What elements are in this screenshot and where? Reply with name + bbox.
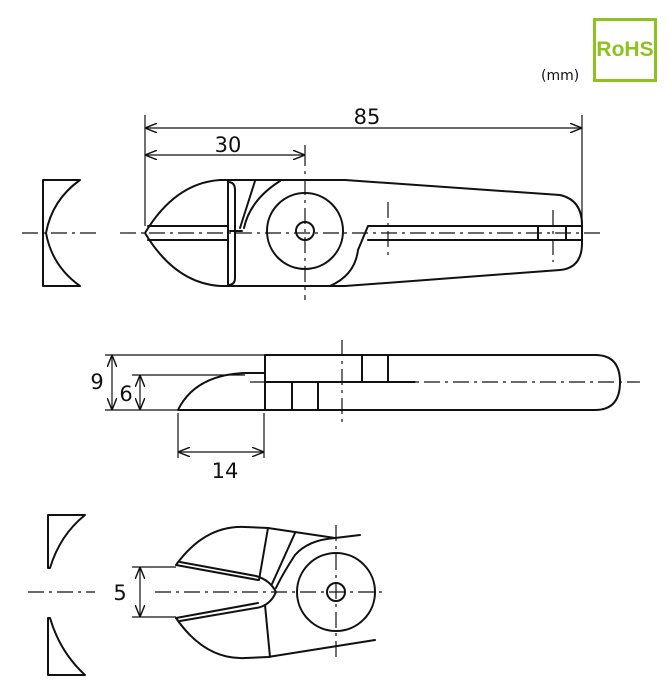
- pivot-hole: [326, 582, 346, 602]
- pivot-hole: [295, 221, 315, 241]
- dim-pivot-to-tip: 30: [215, 133, 242, 157]
- rohs-label: RoHS: [596, 38, 654, 61]
- pivot-circle: [266, 192, 344, 270]
- dim-jaw-length: 14: [212, 459, 239, 483]
- top-view: 85 30: [120, 105, 600, 300]
- dim-height-jaw: 6: [119, 382, 132, 406]
- end-view-top: [22, 179, 100, 287]
- dim-overall-length: 85: [354, 105, 381, 129]
- side-view: 9 6 14: [90, 340, 640, 483]
- dim-height-total: 9: [90, 370, 103, 394]
- open-view: 5: [113, 525, 385, 660]
- end-view-bottom: [28, 514, 95, 676]
- pivot-circle: [296, 552, 376, 632]
- dim-jaw-opening: 5: [113, 581, 126, 605]
- rohs-badge: RoHS: [593, 18, 657, 82]
- unit-label: (mm): [541, 68, 580, 84]
